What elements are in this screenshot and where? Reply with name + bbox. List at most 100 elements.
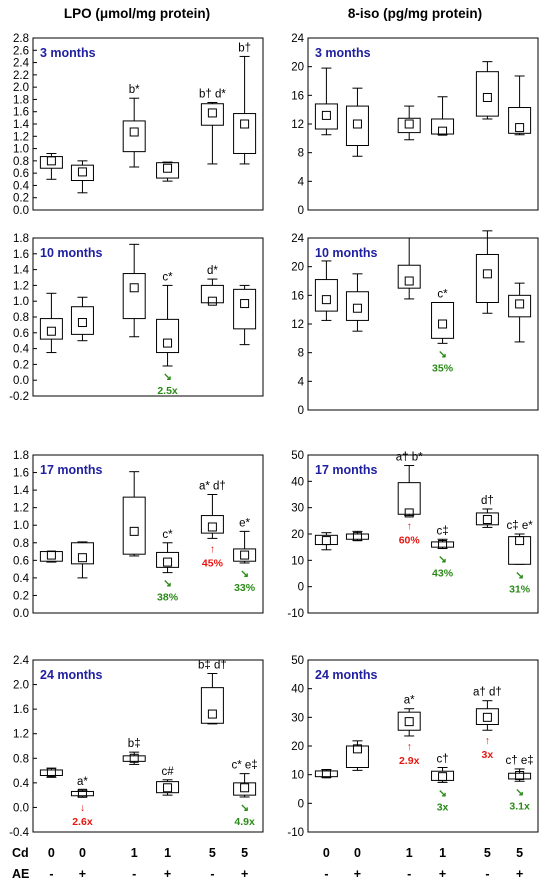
y-tick-label: 0.4 [13, 344, 30, 356]
mean-marker [321, 110, 331, 120]
mean-marker [207, 522, 217, 532]
mean-marker [77, 788, 87, 798]
mean-marker [482, 92, 492, 102]
change-label: 31% [509, 583, 531, 595]
mean-marker [207, 108, 217, 118]
change-label: 4.9x [234, 816, 255, 828]
ae-value: + [164, 867, 171, 881]
significance-label: a* d† [199, 481, 226, 493]
column-title-lpo: LPO (μmol/mg protein) [64, 6, 210, 21]
box-iqr [200, 515, 224, 534]
y-tick-label: 0 [298, 582, 304, 594]
change-label: 35% [432, 362, 454, 374]
y-tick-label: 1.8 [13, 450, 29, 462]
ae-value: + [439, 867, 446, 881]
box-iqr [431, 541, 455, 548]
cd-value: 1 [439, 846, 446, 860]
y-tick-label: 20 [291, 62, 304, 74]
box-2 [345, 740, 369, 771]
box-iqr [345, 533, 369, 540]
box-4: c* [431, 289, 455, 344]
panel-frame [32, 454, 264, 614]
box-6: c† e‡ [506, 755, 534, 782]
panel-title: 3 months [40, 46, 96, 60]
y-tick-label: 1.0 [13, 296, 29, 308]
change-arrow: ↘ [240, 568, 249, 580]
panel-title: 24 months [315, 668, 378, 682]
box-2 [70, 160, 94, 194]
panel-title: 24 months [40, 668, 103, 682]
y-tick-label: 1.2 [13, 280, 29, 292]
significance-label: c† [436, 754, 448, 766]
y-tick-label: 1.4 [13, 265, 30, 277]
box-iqr [508, 772, 532, 780]
change-arrow: ↘ [163, 371, 172, 383]
box-3: a* [397, 695, 421, 737]
ae-value: + [79, 867, 86, 881]
mean-marker [207, 709, 217, 719]
mean-marker [163, 163, 173, 173]
box-iqr [200, 103, 224, 126]
box-6 [508, 75, 532, 136]
column-title-8iso: 8-iso (pg/mg protein) [348, 6, 482, 21]
panel-title: 17 months [40, 463, 103, 477]
box-iqr [39, 318, 63, 340]
significance-label: c‡ [436, 525, 448, 537]
box-iqr [156, 781, 180, 794]
box-3: b* [122, 84, 146, 168]
box-6 [233, 284, 257, 346]
significance-label: c* [162, 529, 173, 541]
y-tick-label: 2.0 [13, 82, 29, 94]
box-6: c‡ e* [506, 520, 533, 565]
significance-label: d* [207, 265, 218, 277]
box-6: c* e‡ [231, 760, 258, 798]
box-1 [314, 67, 338, 136]
y-tick-label: 1.4 [13, 485, 30, 497]
box-5: b‡ d† [198, 660, 227, 725]
box-iqr [233, 782, 257, 796]
change-arrow: ↘ [515, 786, 524, 798]
significance-label: a* [404, 695, 415, 707]
panel-frame [32, 237, 264, 397]
ae-value: + [354, 867, 361, 881]
y-tick-label: -10 [287, 608, 304, 620]
box-4: c* [156, 529, 180, 574]
box-2 [70, 296, 94, 342]
box-iqr [233, 288, 257, 330]
y-tick-label: 0.8 [13, 156, 29, 168]
box-iqr [233, 548, 257, 562]
ae-row-label: AE [12, 867, 29, 881]
box-1 [314, 260, 338, 321]
change-arrow: ↓ [80, 802, 85, 814]
y-tick-label: 2.6 [13, 45, 29, 57]
y-tick-label: 8 [298, 348, 304, 360]
y-tick-label: 0.0 [13, 375, 29, 387]
mean-marker [438, 772, 448, 782]
y-tick-label: 12 [291, 119, 304, 131]
y-tick-label: 0.2 [13, 590, 29, 602]
ae-value: - [485, 867, 489, 881]
box-iqr [508, 294, 532, 318]
y-tick-label: 8 [298, 148, 304, 160]
mean-marker [404, 508, 414, 518]
mean-marker [515, 299, 525, 309]
y-tick-label: 1.0 [13, 520, 29, 532]
significance-label: b‡ [128, 738, 141, 750]
box-3 [397, 105, 421, 141]
cd-value: 1 [131, 846, 138, 860]
box-iqr [475, 253, 499, 304]
box-4 [156, 161, 180, 182]
box-2 [345, 273, 369, 332]
panel-frame [32, 37, 264, 211]
box-5: a* d† [199, 481, 226, 539]
box-iqr [70, 164, 94, 182]
box-iqr [233, 113, 257, 154]
y-tick-label: 0 [298, 405, 304, 417]
mean-marker [207, 296, 217, 306]
change-label: 2.5x [157, 385, 178, 397]
y-tick-label: 1.6 [13, 704, 29, 716]
box-2 [345, 87, 369, 157]
